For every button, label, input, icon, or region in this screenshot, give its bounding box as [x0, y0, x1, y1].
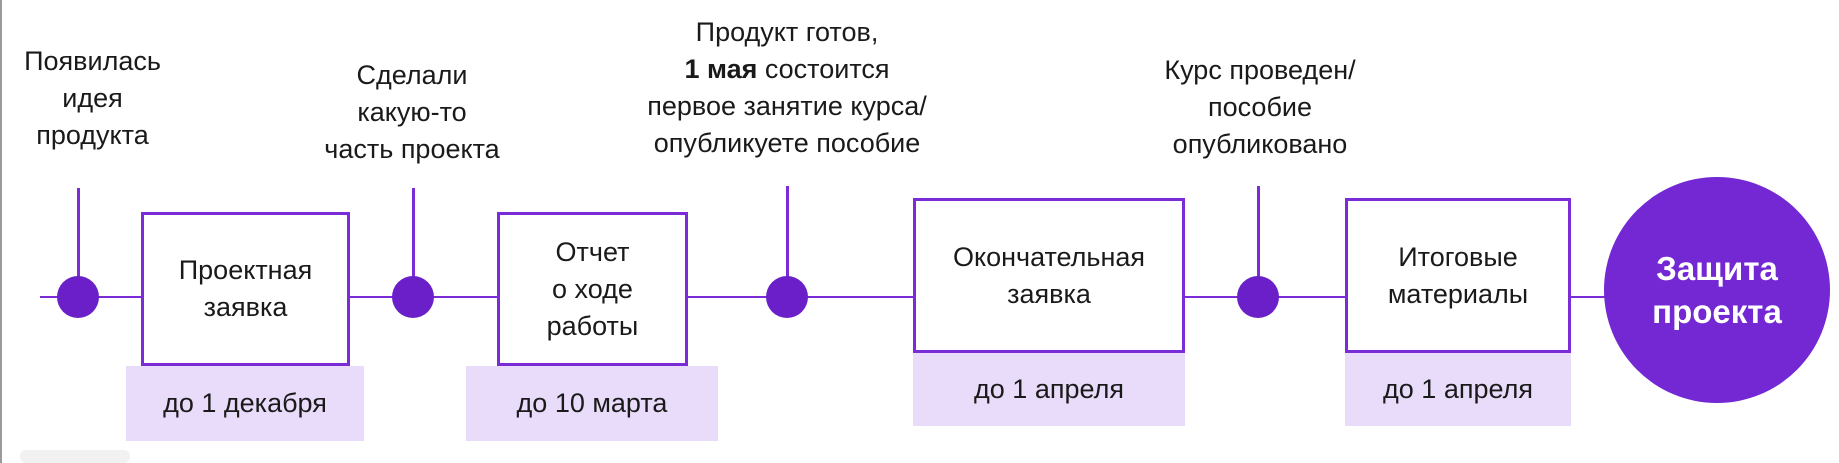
milestone-dot-product-ready: [766, 276, 808, 318]
timeline-axis: [40, 296, 1760, 298]
project-defense-line-1: Защита: [1656, 250, 1778, 287]
project-defense-line-2: проекта: [1652, 293, 1782, 330]
milestone-label-product-ready-date: 1 мая: [684, 54, 758, 84]
milestone-label-product-ready-line-1: Продукт готов,: [695, 17, 879, 47]
milestone-label-idea-line-2: идея: [62, 83, 123, 113]
stage-final-application-line-1: Окончательная: [952, 241, 1146, 272]
milestone-label-course-done-line-3: опубликовано: [1172, 129, 1348, 159]
stage-progress-report-line-3: работы: [546, 310, 639, 341]
milestone-stem-idea: [77, 188, 80, 296]
milestone-dot-partial: [392, 276, 434, 318]
stage-text-final-materials: Итоговые материалы: [1388, 239, 1528, 313]
stage-text-final-application: Окончательная заявка: [953, 239, 1145, 313]
project-defense-text: Защита проекта: [1652, 247, 1782, 333]
stage-text-project-application: Проектная заявка: [179, 252, 312, 326]
milestone-label-course-done: Курс проведен/ пособие опубликовано: [1122, 52, 1398, 163]
stage-final-materials-line-2: материалы: [1387, 278, 1529, 309]
stage-project-application-line-1: Проектная: [178, 255, 313, 285]
milestone-label-idea: Появилась идея продукта: [0, 43, 185, 154]
deadline-project-application: до 1 декабря: [126, 366, 364, 441]
milestone-label-partial-line-3: часть проекта: [324, 134, 500, 164]
stage-box-project-application: Проектная заявка: [141, 212, 350, 366]
stage-box-final-application: Окончательная заявка: [913, 198, 1185, 353]
milestone-dot-idea: [57, 276, 99, 318]
milestone-label-product-ready-line-3: первое занятие курса/: [647, 91, 927, 121]
milestone-label-course-done-line-2: пособие: [1207, 92, 1313, 122]
stage-box-progress-report: Отчет о ходе работы: [497, 212, 688, 366]
stage-final-application-line-2: заявка: [1007, 278, 1091, 309]
milestone-label-partial: Сделали какую-то часть проекта: [292, 57, 532, 168]
left-edge-divider: [0, 0, 2, 463]
project-defense-circle: Защита проекта: [1604, 177, 1830, 403]
milestone-label-partial-line-2: какую-то: [357, 97, 467, 127]
stage-text-progress-report: Отчет о ходе работы: [547, 234, 639, 345]
milestone-dot-course-done: [1237, 276, 1279, 318]
stage-progress-report-line-2: о ходе: [552, 273, 633, 304]
milestone-label-idea-line-1: Появилась: [24, 46, 161, 76]
deadline-final-materials: до 1 апреля: [1345, 353, 1571, 426]
milestone-label-product-ready-line-2-rest: состоится: [757, 54, 890, 84]
milestone-stem-course-done: [1257, 186, 1260, 296]
milestone-label-course-done-line-1: Курс проведен/: [1164, 55, 1356, 85]
corner-shadow: [20, 450, 130, 463]
stage-project-application-line-2: заявка: [203, 292, 288, 322]
milestone-label-product-ready-line-4: опубликуете пособие: [653, 128, 921, 158]
stage-progress-report-line-1: Отчет: [555, 236, 630, 267]
milestone-stem-partial: [412, 188, 415, 296]
milestone-label-partial-line-1: Сделали: [356, 60, 468, 90]
milestone-label-product-ready: Продукт готов, 1 мая состоится первое за…: [600, 14, 974, 162]
milestone-label-idea-line-3: продукта: [36, 120, 149, 150]
deadline-final-application: до 1 апреля: [913, 353, 1185, 426]
deadline-progress-report: до 10 марта: [466, 366, 718, 441]
milestone-label-product-ready-line-2: 1 мая состоится: [600, 51, 974, 88]
stage-box-final-materials: Итоговые материалы: [1345, 198, 1571, 353]
stage-final-materials-line-1: Итоговые: [1398, 241, 1518, 272]
milestone-stem-product-ready: [786, 186, 789, 296]
